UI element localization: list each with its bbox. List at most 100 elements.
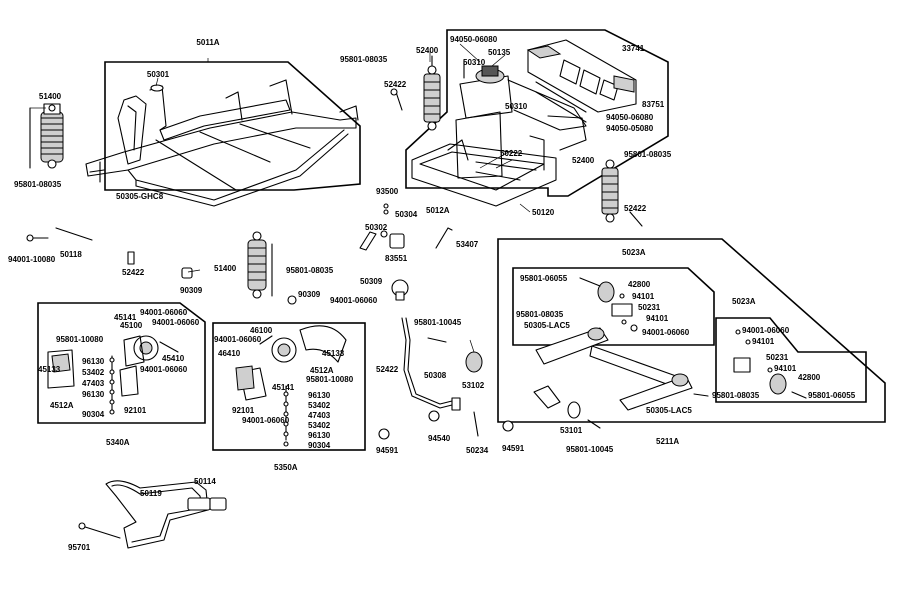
part-label: 94591: [376, 446, 399, 455]
part-label: 51400: [214, 264, 237, 273]
part-label: 94001-06060: [152, 318, 200, 327]
part-label: 94001-06060: [242, 416, 290, 425]
part-label: 90304: [82, 410, 105, 419]
part-label: 95701: [68, 543, 91, 552]
part-label: 45100: [120, 321, 143, 330]
part-label: 52400: [572, 156, 595, 165]
part-label: 92101: [124, 406, 147, 415]
part-label: 95801-06055: [520, 274, 568, 283]
part-label: 94101: [774, 364, 797, 373]
part-label: 95801-08035: [14, 180, 62, 189]
frame-5012a: [405, 29, 669, 197]
part-label: 50119: [140, 489, 162, 498]
bracket-5023a-right: [733, 329, 807, 399]
part-label: 90304: [308, 441, 331, 450]
frame-5023a-right: [715, 317, 867, 403]
part-label: 50305-LAC5: [524, 321, 570, 330]
part-label: 83751: [642, 100, 665, 109]
part-label: 5340A: [106, 438, 130, 447]
part-label: 50120: [532, 208, 555, 217]
part-label: 4512A: [50, 401, 74, 410]
part-label: 53101: [560, 426, 583, 435]
part-label: 45410: [162, 354, 185, 363]
part-label: 96130: [308, 431, 331, 440]
part-label: 52422: [384, 80, 407, 89]
part-label: 5023A: [732, 297, 756, 306]
part-label: 47403: [82, 379, 105, 388]
part-label: 94540: [428, 434, 451, 443]
shock-absorber-51400-left: [29, 103, 64, 169]
part-label: 53402: [308, 401, 331, 410]
part-label: 90309: [180, 286, 203, 295]
part-label: 83551: [385, 254, 408, 263]
part-label: 52422: [122, 268, 145, 277]
leader-lines: [155, 43, 531, 353]
part-label: 95801-08035: [286, 266, 334, 275]
part-label: 52422: [624, 204, 647, 213]
part-label: 53402: [308, 421, 331, 430]
part-label: 94001-06060: [140, 365, 188, 374]
part-label: 95801-10045: [566, 445, 614, 454]
part-label: 50310: [463, 58, 486, 67]
brake-caliper-assembly-5350a: [235, 325, 347, 447]
shock-absorber-52400-upper: [423, 55, 441, 131]
frame-5340a: [37, 302, 206, 424]
part-label: 50305-GHC8: [116, 192, 164, 201]
frame-assembly-5011a: [85, 79, 359, 207]
small-hardware: [26, 59, 643, 301]
part-label: 53407: [456, 240, 479, 249]
engine-mount-frame-5012a: [411, 65, 587, 207]
part-label: 96130: [82, 390, 105, 399]
part-label: 94050-06080: [450, 35, 498, 44]
part-label: 95801-10080: [306, 375, 354, 384]
part-label: 94101: [752, 337, 775, 346]
part-label: 94101: [646, 314, 669, 323]
bracket-5023a-top: [579, 277, 638, 332]
part-label: 94001-06060: [330, 296, 378, 305]
part-label: 95801-10045: [414, 318, 462, 327]
part-label: 5012A: [426, 206, 450, 215]
part-label: 94001-06060: [214, 335, 262, 344]
bumper-block-33741: [526, 39, 637, 113]
part-label: 94001-06060: [140, 308, 188, 317]
part-label: 94050-06080: [606, 113, 654, 122]
part-label: 46100: [250, 326, 273, 335]
part-label: 50135: [488, 48, 511, 57]
part-label: 53402: [82, 368, 105, 377]
part-label: 5211A: [656, 437, 680, 446]
shock-absorber-51400-middle: [247, 231, 297, 305]
part-label: 94001-06060: [742, 326, 790, 335]
part-label: 90309: [298, 290, 321, 299]
part-label: 94001-10080: [8, 255, 56, 264]
part-label: 5011A: [196, 38, 220, 47]
part-label: 95801-08035: [712, 391, 760, 400]
part-label: 50308: [424, 371, 447, 380]
frame-5350a: [212, 322, 366, 451]
part-label: 52400: [416, 46, 439, 55]
part-label: 95801-08035: [624, 150, 672, 159]
part-label: 45133: [322, 349, 345, 358]
part-label: 50301: [146, 70, 170, 79]
brake-rod-50308: [378, 317, 514, 440]
brake-caliper-assembly-5340a: [47, 335, 179, 415]
part-label: 4512A: [310, 366, 334, 375]
part-label: 50302: [365, 223, 388, 232]
frame-5011a: [104, 61, 361, 191]
part-label: 5023A: [622, 248, 646, 257]
part-label: 46410: [218, 349, 241, 358]
part-label: 50118: [60, 250, 82, 259]
part-label: 50114: [194, 477, 216, 486]
part-label: 50231: [638, 303, 661, 312]
part-label: 53102: [462, 381, 485, 390]
part-label: 50234: [466, 446, 489, 455]
frame-5023a-top: [512, 267, 715, 346]
part-label: 92101: [232, 406, 255, 415]
part-label: 45141: [114, 313, 137, 322]
part-label: 94050-05080: [606, 124, 654, 133]
part-label: 50310: [505, 102, 528, 111]
part-label: 50305-LAC5: [646, 406, 692, 415]
frame-5211a: [497, 238, 886, 423]
part-label: 45141: [272, 383, 295, 392]
part-label: 96130: [308, 391, 331, 400]
